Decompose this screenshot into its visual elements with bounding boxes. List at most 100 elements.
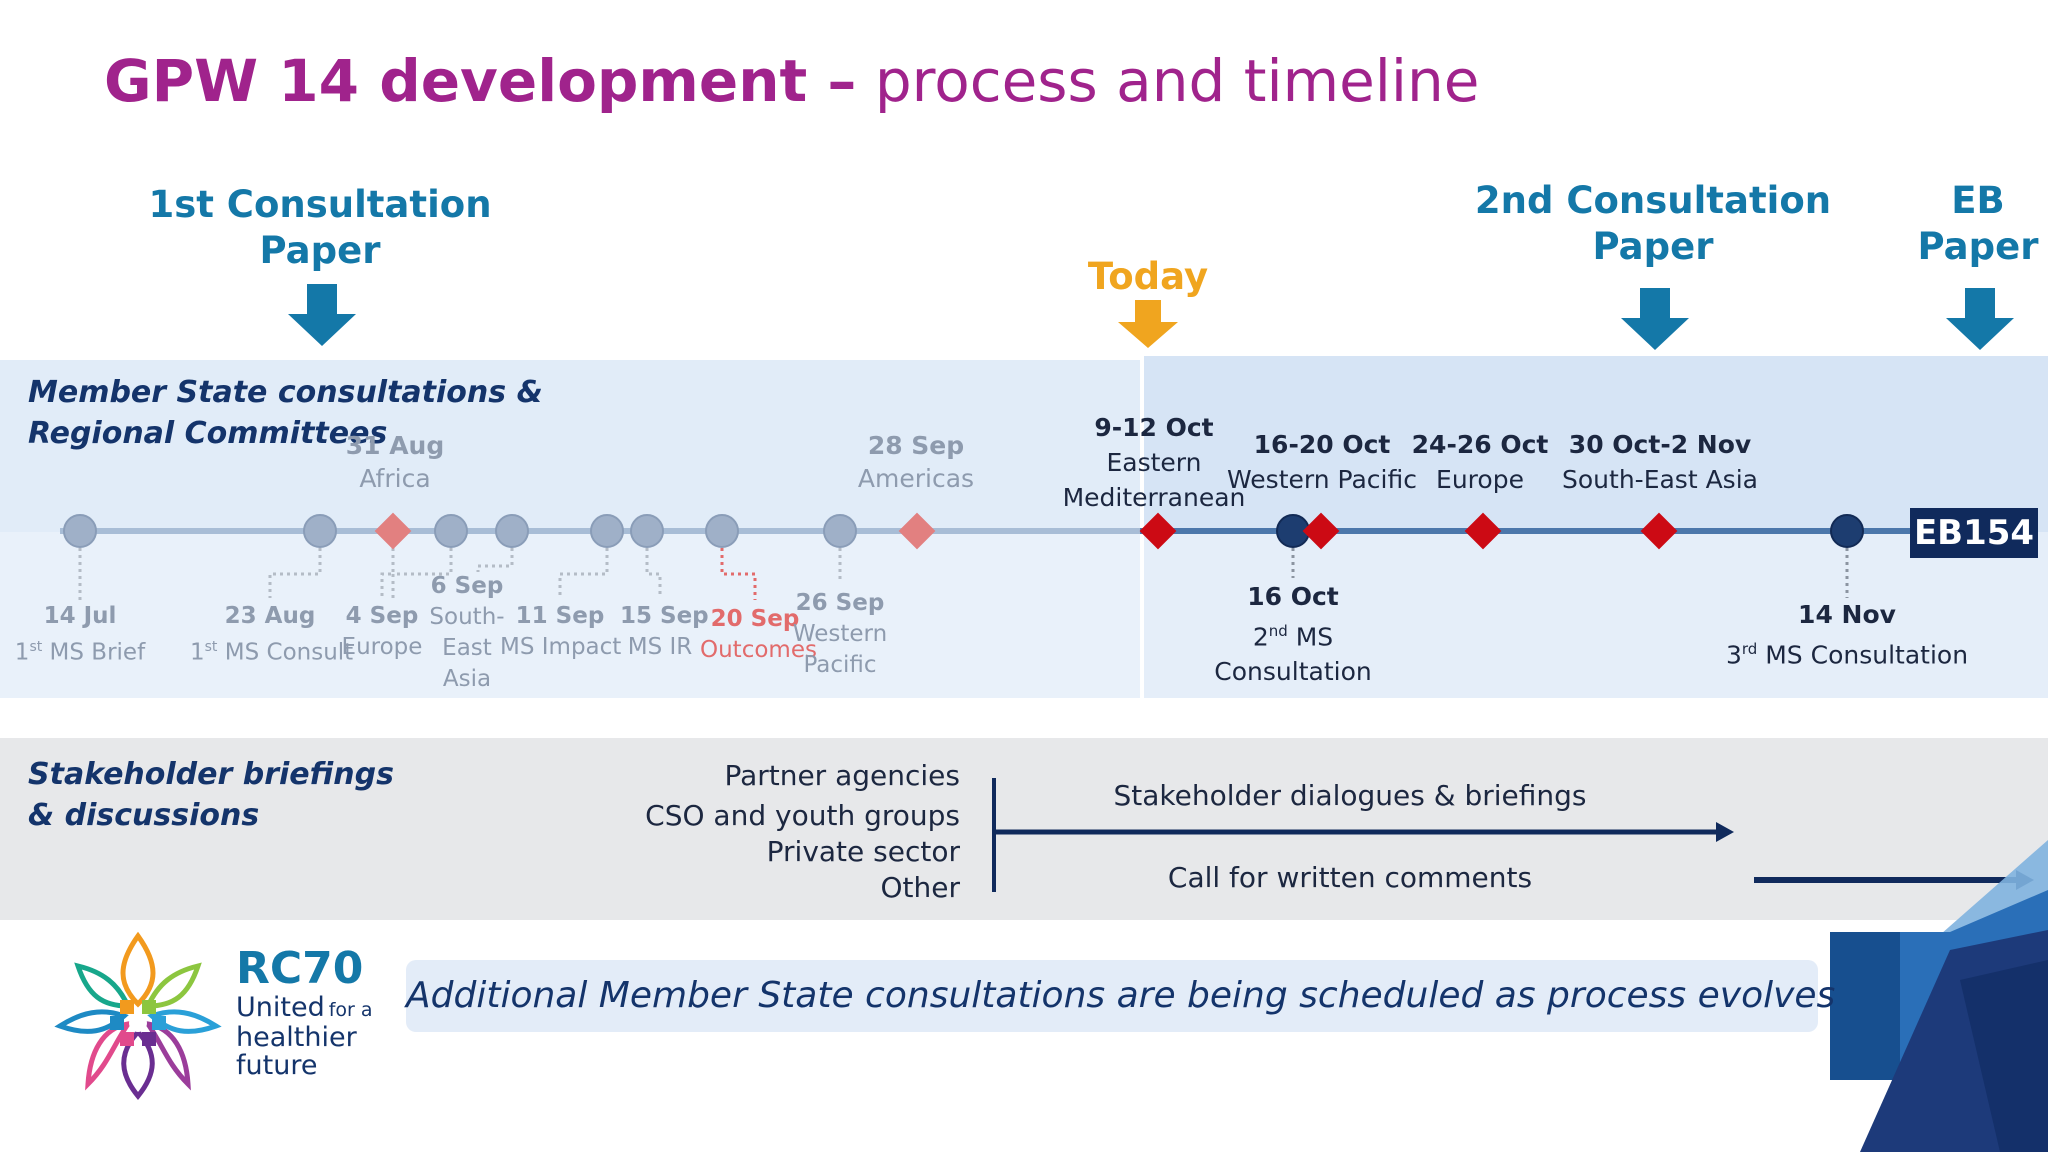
group-private-sector: Private sector — [766, 835, 960, 868]
oct16-line2: Consultation — [1214, 657, 1372, 687]
note-text: Additional Member State consultations ar… — [406, 975, 1836, 1016]
rc-americas: 28 Sep Americas — [836, 429, 996, 495]
jul14-text: 1st MS Brief — [0, 632, 160, 669]
sep26-date: 26 Sep — [795, 590, 885, 616]
connector-sep6 — [476, 548, 514, 572]
rc-em-name2: Mediterranean — [1062, 483, 1246, 512]
rc-em-date: 9-12 Oct — [1094, 413, 1214, 442]
written-comments-label: Call for written comments — [1167, 861, 1533, 894]
milestone-sep15 — [630, 514, 664, 548]
ms-section-title: Member State consultations & Regional Co… — [28, 372, 543, 454]
group-cso-youth: CSO and youth groups — [645, 799, 960, 832]
rc-sea-date: 30 Oct-2 Nov — [1568, 430, 1752, 459]
milestone-sep4-ms — [434, 514, 468, 548]
eb154-box: EB154 — [1910, 508, 2038, 558]
today-arrow-down-icon — [1118, 300, 1178, 348]
oct16-text: 2nd MS — [1193, 614, 1393, 654]
rc-south-east-asia: 30 Oct-2 Nov South-East Asia — [1550, 427, 1770, 497]
rc-africa-name: Africa — [359, 464, 431, 493]
jul14-pre: 1 — [14, 639, 30, 666]
title-rest: process and timeline — [856, 47, 1480, 115]
first-paper-line2: Paper — [259, 229, 381, 272]
rc-europe-sep4: 4 Sep Europe — [332, 601, 432, 663]
ms-ir-sep15: 15 Sep MS IR — [620, 601, 709, 663]
aug23-date: 23 Aug — [224, 603, 316, 629]
ms-consult-oct16: 16 Oct 2nd MS Consultation — [1193, 579, 1393, 689]
aug23-sup: st — [204, 639, 218, 655]
sep20-date: 20 Sep — [710, 606, 800, 632]
sep15-name: MS IR — [627, 634, 693, 660]
arrow-down-icon — [1946, 288, 2014, 350]
rc-western-pacific: 16-20 Oct Western Pacific — [1220, 427, 1424, 497]
logo-united: United — [236, 992, 325, 1023]
stakeholder-band — [0, 738, 2048, 920]
milestone-jul14 — [63, 514, 97, 548]
connector-sep4 — [380, 548, 395, 598]
ms-consult-aug23: 23 Aug 1st MS Consult — [190, 601, 354, 669]
connector-sep20 — [720, 548, 757, 600]
sep11-date: 11 Sep — [515, 603, 605, 629]
milestone-sep11 — [590, 514, 624, 548]
stakeholder-title-line2: & discussions — [28, 798, 260, 833]
jul14-date: 14 Jul — [43, 603, 117, 629]
rc-americas-name: Americas — [857, 464, 975, 493]
nov14-date: 14 Nov — [1798, 600, 1896, 629]
sep20-name: Outcomes — [700, 637, 817, 663]
arrow-down-icon — [1621, 288, 1689, 350]
ms-impact-sep11: 11 Sep MS Impact — [500, 601, 622, 663]
oct16-date: 16 Oct — [1247, 582, 1339, 611]
group-other: Other — [880, 871, 960, 904]
ms-consult-nov14: 14 Nov 3rd MS Consultation — [1697, 597, 1997, 672]
rc-diamond-sea — [1640, 512, 1678, 550]
nov14-pre: 3 — [1725, 640, 1742, 670]
sep11-name: MS Impact — [500, 634, 622, 660]
note-box — [406, 960, 1818, 1032]
milestone-nov14 — [1830, 514, 1864, 548]
aug23-name: MS Consult — [217, 639, 354, 666]
logo-line3: future — [236, 1050, 318, 1081]
future-band-top — [1144, 356, 2048, 532]
first-paper-header: 1st Consultation Paper — [140, 182, 500, 274]
sep6-line2: East — [442, 635, 492, 661]
aug23-text: 1st MS Consult — [190, 632, 354, 669]
group-partner-agencies: Partner agencies — [724, 759, 960, 792]
sep15-date: 15 Sep — [620, 603, 709, 629]
eb-paper-line1: EB — [1951, 179, 2005, 222]
rc-europe-date: 24-26 Oct — [1411, 430, 1549, 459]
second-paper-line2: Paper — [1592, 225, 1714, 268]
rc-eastern-med: 9-12 Oct Eastern Mediterranean — [1054, 410, 1254, 515]
ms-title-line1: Member State consultations & — [28, 375, 543, 410]
rc-diamond-em — [1139, 512, 1177, 550]
milestone-sep6 — [495, 514, 529, 548]
second-paper-line1: 2nd Consultation — [1474, 179, 1832, 222]
stakeholder-dialogues-label: Stakeholder dialogues & briefings — [1113, 779, 1587, 812]
eb-paper-line2: Paper — [1917, 225, 2039, 268]
stakeholder-title-line1: Stakeholder briefings — [28, 757, 394, 792]
jul14-name: MS Brief — [42, 639, 146, 666]
outcomes-sep20: 20 Sep Outcomes — [700, 604, 817, 666]
rc-sea-sep6: 6 Sep South- East Asia — [422, 571, 512, 695]
connector-aug23 — [268, 548, 322, 598]
jul14-sup: st — [29, 639, 43, 655]
eb-paper-header: EB Paper — [1898, 178, 2048, 270]
nov14-sup: rd — [1741, 640, 1758, 658]
sep6-date: 6 Sep — [430, 573, 504, 599]
today-label: Today — [1087, 255, 1209, 298]
oct16-pre: 2 — [1252, 622, 1269, 652]
sep4-date: 4 Sep — [345, 603, 419, 629]
sep26-line1: Western — [792, 621, 888, 647]
stakeholder-groups: Partner agencies CSO and youth groups Pr… — [560, 758, 960, 906]
milestone-aug23 — [303, 514, 337, 548]
sep26-line2: Pacific — [803, 652, 877, 678]
nov14-name: MS Consultation — [1757, 640, 1969, 670]
aug23-pre: 1 — [190, 639, 205, 666]
milestone-sep20 — [705, 514, 739, 548]
rc-diamond-americas — [898, 512, 936, 550]
stakeholder-title: Stakeholder briefings & discussions — [28, 754, 394, 836]
rc-europe: 24-26 Oct Europe — [1400, 427, 1560, 497]
arrow-down-icon — [288, 284, 356, 346]
logo-name: RC70 — [236, 943, 364, 994]
rc-africa: 31 Aug Africa — [315, 429, 475, 495]
